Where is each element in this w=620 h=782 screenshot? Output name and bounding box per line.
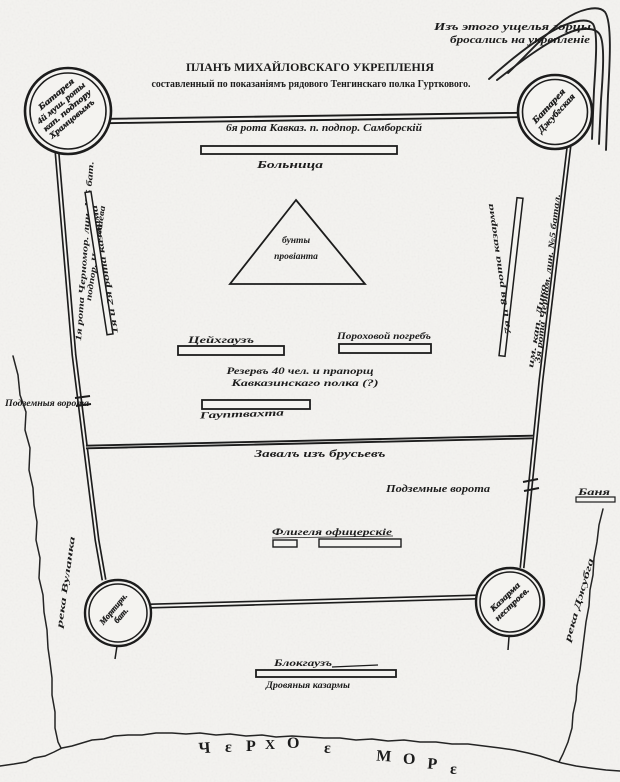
svg-text:Дровяныя казармы: Дровяныя казармы [265, 681, 350, 691]
svg-text:провіанта: провіанта [274, 251, 318, 262]
svg-text:Подземные ворота: Подземные ворота [385, 484, 490, 495]
svg-text:бунты: бунты [282, 235, 310, 246]
svg-text:Подземныя ворота: Подземныя ворота [4, 398, 90, 408]
svg-text:Х: Х [265, 738, 275, 753]
svg-text:Баня: Баня [576, 487, 610, 497]
svg-text:бросались на укрепленіе: бросались на укрепленіе [450, 34, 590, 46]
svg-text:Блокгаузъ: Блокгаузъ [273, 659, 332, 669]
svg-text:О: О [287, 735, 299, 752]
svg-text:Цейхгаузъ: Цейхгаузъ [186, 335, 254, 346]
svg-text:ε: ε [450, 761, 457, 778]
svg-text:Гауптвахта: Гауптвахта [198, 409, 284, 422]
svg-text:Завалъ изъ брусьевъ: Завалъ изъ брусьевъ [253, 449, 386, 460]
svg-text:Р: Р [427, 755, 438, 773]
svg-text:Резервъ 40 чел. и прапорщ: Резервъ 40 чел. и прапорщ [227, 367, 374, 377]
svg-text:М: М [376, 748, 392, 766]
svg-text:Изъ этого ущелья горцы: Изъ этого ущелья горцы [433, 21, 592, 33]
svg-text:Кавказинскаго полка (?): Кавказинскаго полка (?) [230, 378, 378, 389]
svg-text:Флигеля офицерскіе: Флигеля офицерскіе [272, 527, 393, 538]
svg-text:ε: ε [225, 739, 232, 756]
svg-text:Пороховой погребъ: Пороховой погребъ [336, 331, 431, 342]
svg-text:ПЛАНЪ МИХАЙЛОВСКАГО УКРЕПЛЕНІЯ: ПЛАНЪ МИХАЙЛОВСКАГО УКРЕПЛЕНІЯ [186, 60, 434, 74]
svg-text:Ч: Ч [198, 740, 211, 758]
svg-text:Больница: Больница [256, 160, 323, 171]
svg-text:ε: ε [324, 740, 331, 757]
svg-text:Р: Р [246, 738, 256, 755]
svg-text:О: О [403, 751, 415, 768]
svg-text:составленный по показаніямъ ря: составленный по показаніямъ рядового Тен… [152, 79, 471, 90]
svg-text:6я рота Кавказ. п. подпор. Сам: 6я рота Кавказ. п. подпор. Самборскій [226, 123, 422, 134]
